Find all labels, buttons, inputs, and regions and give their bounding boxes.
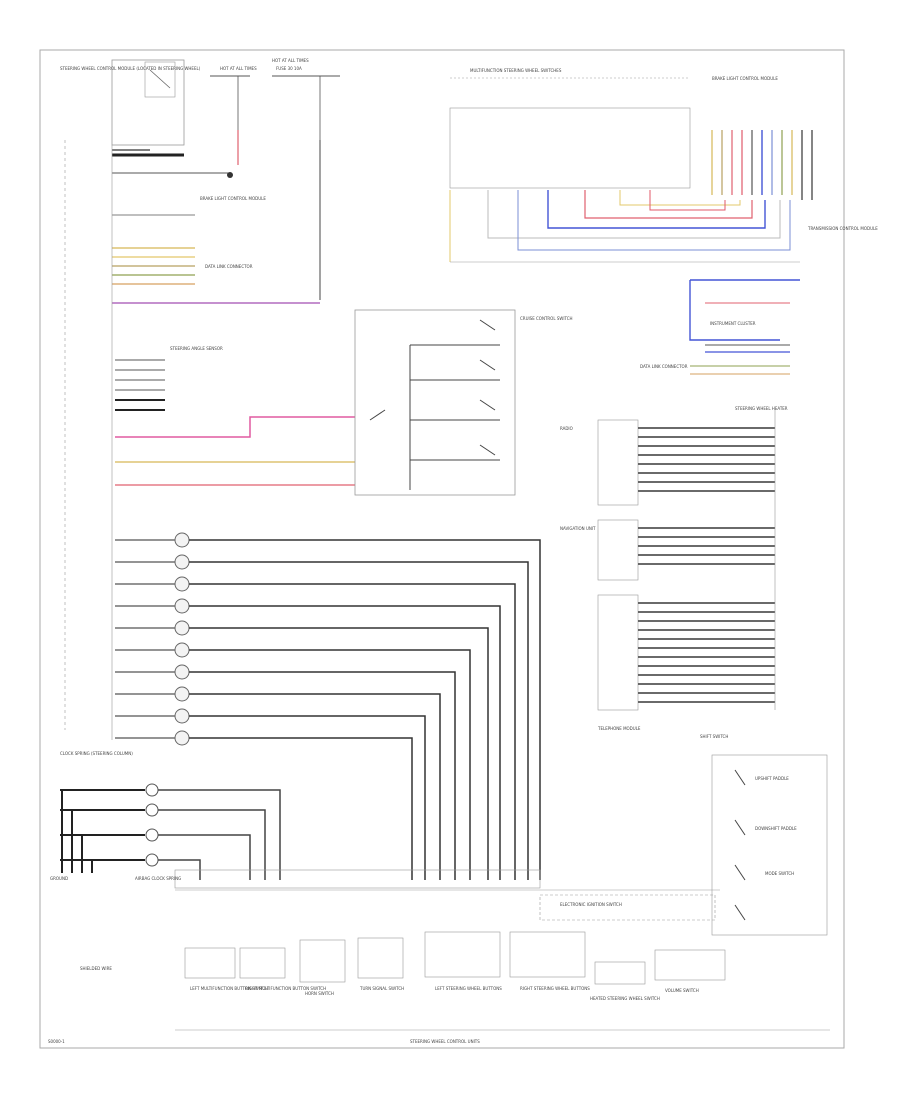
connector-pin (174, 576, 190, 592)
paddle-up-label: UPSHIFT PADDLE (755, 776, 789, 781)
connector-row-wire-right (189, 693, 441, 880)
connector-row-wire-right (189, 737, 413, 880)
electronic-ignition-label: ELECTRONIC IGNITION SWITCH (560, 902, 622, 907)
connector-pin (174, 554, 190, 570)
connector-pin (174, 598, 190, 614)
hot-at-all-times-label-2: HOT AT ALL TIMES (272, 58, 309, 63)
connector-pin (174, 664, 190, 680)
left-controls-label: LEFT STEERING WHEEL BUTTONS (435, 986, 502, 991)
connector-pin (174, 642, 190, 658)
lower-left-connectors: CLOCK SPRING (STEERING COLUMN) GROUND AI… (50, 751, 281, 881)
connector-row-wire-right (189, 715, 426, 880)
mode-switch-label: MODE SWITCH (765, 871, 794, 876)
shift-switch-label: SHIFT SWITCH (700, 734, 728, 739)
horn-switch-label: HORN SWITCH (305, 991, 334, 996)
hot-at-all-times-section: HOT AT ALL TIMES HOT AT ALL TIMES FUSE 3… (112, 58, 340, 300)
bottom-switch-boxes: LEFT MULTIFUNCTION BUTTON SWITCH RIGHT M… (80, 931, 726, 1001)
heated-wheel-label: HEATED STEERING WHEEL SWITCH (590, 996, 660, 1001)
connector-row-wire-right (189, 605, 501, 880)
right-connector-strip: TRANSMISSION CONTROL MODULE (711, 130, 878, 231)
top-left-module: STEERING WHEEL CONTROL MODULE (LOCATED I… (60, 59, 201, 157)
data-link-right-label: DATA LINK CONNECTOR (640, 364, 688, 369)
cruise-control-switch-block: CRUISE CONTROL SWITCH (354, 309, 573, 496)
shield-note: SHIELDED WIRE (80, 966, 112, 971)
diagram-frame (39, 49, 845, 1049)
fuse-label: FUSE 30 10A (276, 66, 302, 71)
transmission-label: TRANSMISSION CONTROL MODULE (807, 226, 878, 231)
steering-heater-label: STEERING WHEEL HEATER (735, 406, 788, 411)
connector-row-wire-right (189, 561, 529, 880)
ground-label: GROUND (50, 876, 68, 881)
clock-spring-wiring (64, 140, 113, 740)
cruise-switch-label: CRUISE CONTROL SWITCH (520, 316, 573, 321)
left-connectors: BRAKE LIGHT CONTROL MODULE DATA LINK CON… (112, 196, 320, 304)
navigation-label: NAVIGATION UNIT (560, 526, 596, 531)
cruise-feed-wires (115, 416, 355, 486)
brake-light-label: BRAKE LIGHT CONTROL MODULE (200, 196, 266, 201)
right-harness-bundles: RADIO NAVIGATION UNIT TELEPHONE MODULE S… (560, 406, 788, 731)
left-buttons-switch-label: LEFT MULTIFUNCTION BUTTON SWITCH (190, 986, 268, 991)
turn-signal-label: TURN SIGNAL SWITCH (359, 986, 404, 991)
data-link-label: DATA LINK CONNECTOR (205, 264, 253, 269)
steering-angle-sensor: STEERING ANGLE SENSOR (115, 346, 223, 411)
right-blue-routing: INSTRUMENT CLUSTER DATA LINK CONNECTOR (640, 279, 800, 375)
footer-title: STEERING WHEEL CONTROL UNITS (410, 1039, 480, 1044)
right-buttons-switch-label: RIGHT MULTIFUNCTION BUTTON SWITCH (245, 986, 326, 991)
connector-row-wire-right (189, 671, 456, 880)
right-controls-label: RIGHT STEERING WHEEL BUTTONS (520, 986, 590, 991)
connector-pin (174, 686, 190, 702)
connector-row-wire-right (189, 649, 471, 880)
airbag-clock-spring-label: AIRBAG CLOCK SPRING (135, 876, 181, 881)
connector-row-wire-right (189, 627, 489, 880)
steering-angle-label: STEERING ANGLE SENSOR (170, 346, 223, 351)
top-left-module-label: STEERING WHEEL CONTROL MODULE (LOCATED I… (60, 66, 201, 71)
connector-row-wire-right (189, 583, 516, 880)
connector-row-wire-right (189, 539, 541, 880)
lower-bus: ELECTRONIC IGNITION SWITCH (174, 869, 720, 921)
telephone-label: TELEPHONE MODULE (597, 726, 641, 731)
right-lower-switches: SHIFT SWITCH UPSHIFT PADDLE DOWNSHIFT PA… (700, 734, 828, 936)
clock-spring-connector-rows (115, 532, 541, 880)
footer: STEERING WHEEL CONTROL UNITS S0000-1 (48, 1029, 830, 1044)
multifunction-switches: MULTIFUNCTION STEERING WHEEL SWITCHES BR… (449, 68, 800, 263)
instrument-cluster-label: INSTRUMENT CLUSTER (710, 321, 756, 326)
connector-pin (174, 532, 190, 548)
multifunction-label: MULTIFUNCTION STEERING WHEEL SWITCHES (470, 68, 562, 73)
brake-light-right-label: BRAKE LIGHT CONTROL MODULE (712, 76, 778, 81)
radio-label: RADIO (560, 426, 573, 431)
connector-pin (174, 620, 190, 636)
hot-at-all-times-label-1: HOT AT ALL TIMES (220, 66, 257, 71)
page-code: S0000-1 (48, 1039, 65, 1044)
connector-pin (174, 730, 190, 746)
paddle-down-label: DOWNSHIFT PADDLE (755, 826, 797, 831)
connector-pin (174, 708, 190, 724)
clock-spring-label: CLOCK SPRING (STEERING COLUMN) (60, 751, 133, 756)
volume-switch-label: VOLUME SWITCH (665, 988, 699, 993)
